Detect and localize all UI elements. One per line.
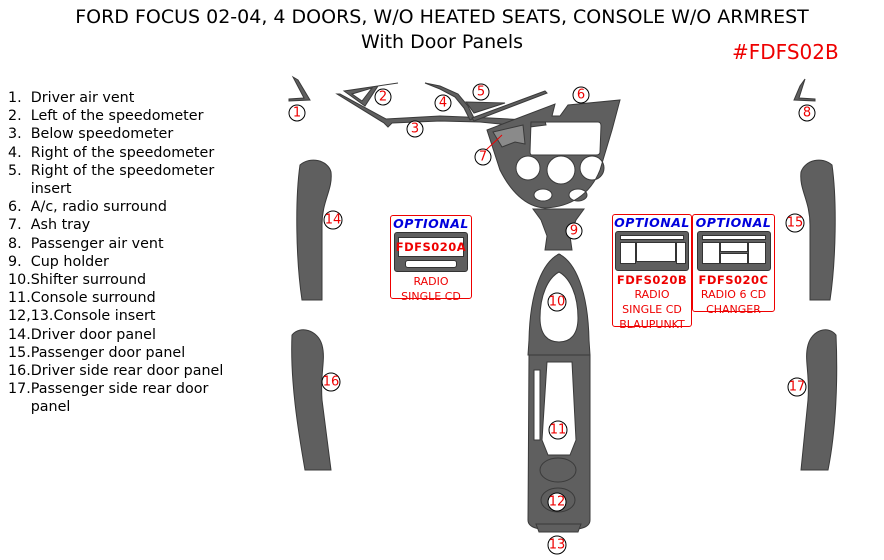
- optional-kit-b: OPTIONAL FDFS020B RADIO SINGLE CD BLAUPU…: [612, 214, 692, 331]
- list-item: 7. Ash tray: [8, 217, 91, 234]
- ash-tray-pointer: [485, 134, 503, 151]
- list-item: 2. Left of the speedometer: [8, 108, 204, 125]
- optional-desc: SINGLE CD: [622, 303, 682, 316]
- page-subtitle: With Door Panels: [360, 31, 524, 53]
- list-item: 12,13.Console insert: [8, 308, 156, 325]
- part-cup-holder: [532, 208, 585, 251]
- list-item: 6. A/c, radio surround: [8, 199, 167, 216]
- radio-6cd-changer-icon: [696, 231, 771, 271]
- part-console-insert-13: [535, 523, 582, 533]
- optional-tag: OPTIONAL: [695, 215, 772, 230]
- list-item: 9. Cup holder: [8, 253, 109, 270]
- kit-code: #FDFS02B: [732, 40, 839, 64]
- list-item: 10.Shifter surround: [8, 272, 147, 289]
- svg-text:2: 2: [379, 90, 387, 105]
- svg-text:11: 11: [550, 423, 567, 438]
- part-passenger-door-panel: [800, 159, 836, 301]
- part-label-16: 16: [321, 372, 341, 392]
- part-console-insert-12: [539, 457, 577, 483]
- optional-desc: BLAUPUNKT: [619, 318, 685, 331]
- svg-text:14: 14: [325, 213, 342, 228]
- optional-desc: RADIO: [413, 275, 449, 288]
- list-item: panel: [8, 399, 71, 416]
- svg-text:4: 4: [439, 96, 447, 111]
- part-label-14: 14: [323, 210, 343, 230]
- part-label-6: 6: [572, 86, 590, 104]
- radio-single-cd-icon: [394, 232, 468, 272]
- optional-kit-c: OPTIONAL FDFS020C RADIO 6 CD CHANGER: [692, 214, 775, 316]
- optional-code: FDFS020B: [616, 273, 688, 287]
- part-label-1: 1: [288, 104, 306, 122]
- part-ash-tray: [492, 124, 526, 148]
- list-item: 16.Driver side rear door panel: [8, 363, 224, 380]
- svg-text:8: 8: [803, 106, 811, 121]
- svg-text:9: 9: [570, 224, 578, 239]
- part-label-10: 10: [547, 292, 567, 312]
- svg-text:5: 5: [477, 85, 485, 100]
- svg-text:17: 17: [789, 380, 806, 395]
- list-item: 3. Below speedometer: [8, 126, 174, 143]
- optional-desc: RADIO: [634, 288, 670, 301]
- part-left-of-speedometer: [342, 82, 399, 107]
- part-label-2: 2: [374, 88, 392, 106]
- svg-text:12: 12: [549, 495, 566, 510]
- part-passenger-air-vent: [793, 78, 816, 102]
- part-passenger-rear-door-panel: [800, 329, 838, 471]
- radio-blaupunkt-icon: [615, 231, 689, 271]
- part-label-7: 7: [474, 148, 492, 166]
- optional-tag: OPTIONAL: [393, 216, 469, 231]
- part-driver-air-vent: [288, 75, 311, 102]
- part-label-5: 5: [472, 83, 490, 101]
- part-label-15: 15: [785, 213, 805, 233]
- optional-desc: SINGLE CD: [401, 290, 461, 303]
- list-item: 14.Driver door panel: [8, 326, 156, 343]
- list-item: 4. Right of the speedometer: [8, 144, 215, 161]
- svg-text:13: 13: [549, 538, 566, 553]
- svg-text:1: 1: [293, 106, 301, 121]
- part-label-4: 4: [434, 94, 452, 112]
- part-driver-rear-door-panel: [291, 329, 332, 471]
- part-right-of-speedometer: [424, 82, 475, 121]
- list-item: 17.Passenger side rear door: [8, 381, 209, 398]
- part-label-11: 11: [548, 420, 568, 440]
- list-item: 15.Passenger door panel: [8, 344, 186, 361]
- part-label-8: 8: [798, 104, 816, 122]
- list-item: 1. Driver air vent: [8, 90, 135, 106]
- parts-list: 1. Driver air vent 2. Left of the speedo…: [8, 89, 223, 417]
- optional-code: FDFS020C: [698, 273, 769, 287]
- svg-text:3: 3: [411, 122, 419, 137]
- svg-text:6: 6: [577, 88, 585, 103]
- list-item: insert: [8, 181, 72, 198]
- list-item: 11.Console surround: [8, 290, 156, 307]
- part-label-13: 13: [547, 535, 567, 555]
- part-label-3: 3: [406, 120, 424, 138]
- part-right-trim-strip: [471, 90, 548, 122]
- page-title: FORD FOCUS 02-04, 4 DOORS, W/O HEATED SE…: [75, 6, 809, 28]
- svg-text:16: 16: [323, 375, 340, 390]
- part-below-speedometer: [335, 93, 547, 128]
- optional-desc: RADIO 6 CD: [700, 288, 767, 301]
- svg-text:7: 7: [479, 150, 487, 165]
- optional-code: FDFS020A: [395, 240, 467, 254]
- optional-kit-a: OPTIONAL FDFS020A RADIO SINGLE CD: [390, 215, 472, 303]
- list-item: 8. Passenger air vent: [8, 235, 164, 252]
- part-ac-radio-surround: [486, 99, 621, 209]
- part-label-9: 9: [565, 222, 583, 240]
- optional-tag: OPTIONAL: [614, 215, 690, 230]
- part-label-12: 12: [547, 492, 567, 512]
- part-right-speedometer-insert: [464, 101, 506, 114]
- list-item: 5. Right of the speedometer: [8, 162, 215, 179]
- part-driver-door-panel: [296, 159, 332, 301]
- svg-text:15: 15: [787, 216, 804, 231]
- part-label-17: 17: [787, 377, 807, 397]
- svg-text:10: 10: [549, 295, 566, 310]
- optional-desc: CHANGER: [706, 303, 761, 316]
